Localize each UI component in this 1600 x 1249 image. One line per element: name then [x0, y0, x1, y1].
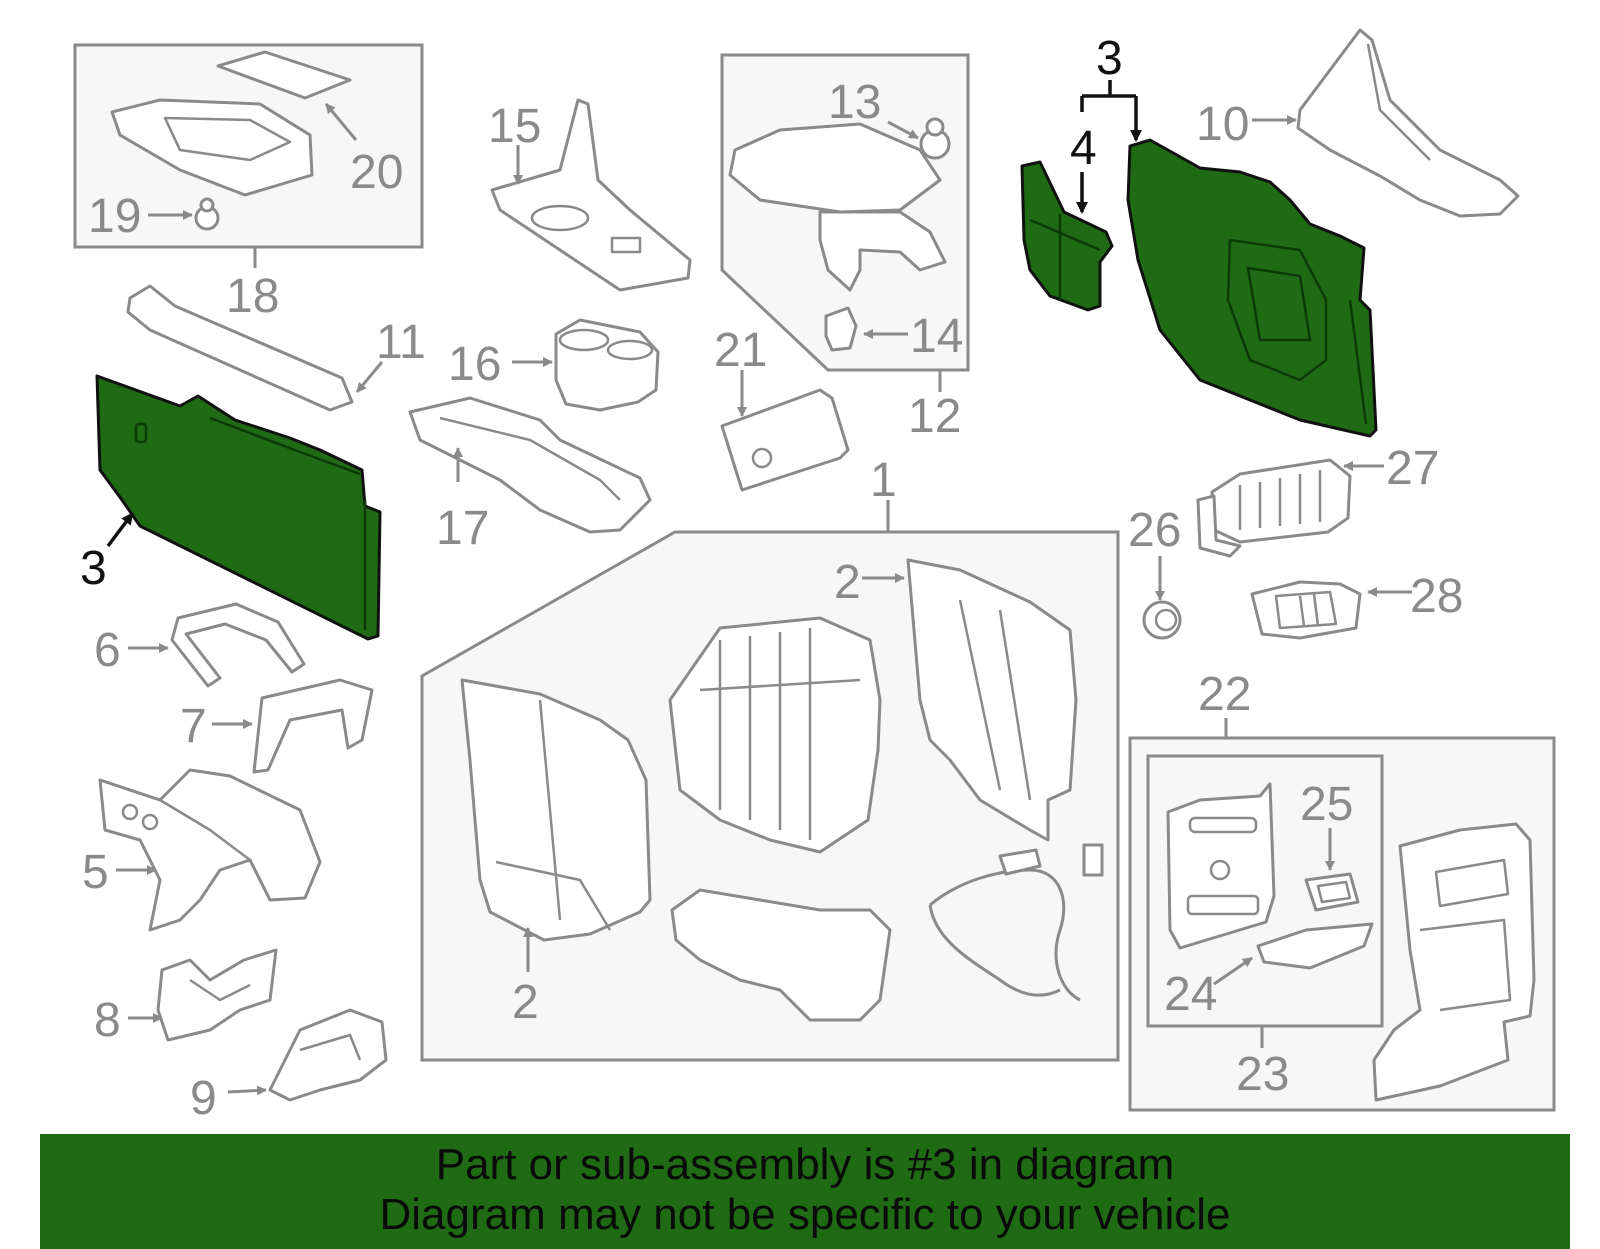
banner-line-part: Part or sub-assembly is #3 in diagram [435, 1140, 1175, 1189]
callout-15: 15 [488, 100, 541, 153]
callout-8: 8 [94, 994, 121, 1047]
callout-28: 28 [1410, 570, 1463, 623]
info-banner: Part or sub-assembly is #3 in diagram Di… [40, 1134, 1570, 1249]
part-21-panel[interactable] [720, 388, 850, 492]
part-26-plug[interactable] [1142, 600, 1182, 640]
callout-2-bottom: 2 [512, 976, 539, 1029]
part-23-rear-panel[interactable] [1166, 782, 1276, 950]
callout-6: 6 [94, 624, 121, 677]
callout-24: 24 [1164, 968, 1217, 1021]
callout-27: 27 [1386, 442, 1439, 495]
part-4-panel-insert[interactable] [1020, 160, 1114, 312]
part-28-vent[interactable] [1250, 580, 1362, 640]
callout-23: 23 [1236, 1048, 1289, 1101]
banner-line-disclaimer: Diagram may not be specific to your vehi… [379, 1190, 1231, 1239]
part-13-clip[interactable] [919, 117, 951, 160]
part-5-frame[interactable] [98, 768, 322, 932]
callout-14: 14 [910, 310, 963, 363]
part-14-clip[interactable] [824, 306, 858, 352]
callout-16: 16 [448, 338, 501, 391]
part-9-bracket[interactable] [268, 1008, 388, 1102]
callout-3-right: 3 [1096, 32, 1123, 85]
callout-9: 9 [190, 1072, 217, 1125]
callout-5: 5 [82, 846, 109, 899]
part-11-trim-strip[interactable] [126, 284, 354, 412]
callout-19: 19 [88, 190, 141, 243]
callout-10: 10 [1196, 98, 1249, 151]
part-12-armrest-lid[interactable] [728, 122, 947, 292]
callout-17: 17 [436, 502, 489, 555]
callout-1: 1 [870, 454, 897, 507]
part-8-bracket[interactable] [156, 948, 278, 1042]
part-16-cup-holder[interactable] [554, 318, 660, 412]
part-2-side-panel-left[interactable] [460, 678, 652, 942]
callout-2-top: 2 [834, 556, 861, 609]
part-3-console-side-panel-left[interactable] [95, 374, 382, 641]
part-3-console-side-panel-right[interactable] [1126, 138, 1378, 438]
callout-12: 12 [908, 390, 961, 443]
part-duct[interactable] [670, 888, 892, 1022]
part-7-bracket[interactable] [252, 678, 374, 774]
part-wire-harness[interactable] [928, 843, 1104, 1002]
part-1-console-box[interactable] [668, 616, 882, 854]
part-2-side-panel-right[interactable] [906, 558, 1078, 842]
callout-21: 21 [714, 324, 767, 377]
callout-22: 22 [1198, 668, 1251, 721]
part-22-rear-console-end[interactable] [1372, 822, 1536, 1102]
callout-7: 7 [180, 700, 207, 753]
callout-11: 11 [376, 316, 426, 369]
part-19-clip[interactable] [194, 197, 220, 231]
part-18-storage-tray[interactable] [110, 98, 314, 197]
callout-25: 25 [1300, 778, 1353, 831]
part-15-shift-bezel[interactable] [490, 98, 692, 292]
callout-20: 20 [350, 146, 403, 199]
part-24-trim[interactable] [1256, 922, 1374, 970]
callout-13: 13 [828, 76, 881, 129]
callout-4: 4 [1070, 122, 1097, 175]
part-27-vent[interactable] [1196, 458, 1352, 558]
callout-3-left: 3 [80, 542, 107, 595]
part-17-console-tray[interactable] [408, 396, 652, 534]
part-6-bracket[interactable] [170, 602, 306, 688]
part-10-garnish[interactable] [1296, 28, 1520, 218]
callout-26: 26 [1128, 504, 1181, 557]
callout-18: 18 [226, 270, 279, 323]
part-20-mat[interactable] [216, 50, 352, 100]
part-25-usb[interactable] [1304, 872, 1360, 912]
